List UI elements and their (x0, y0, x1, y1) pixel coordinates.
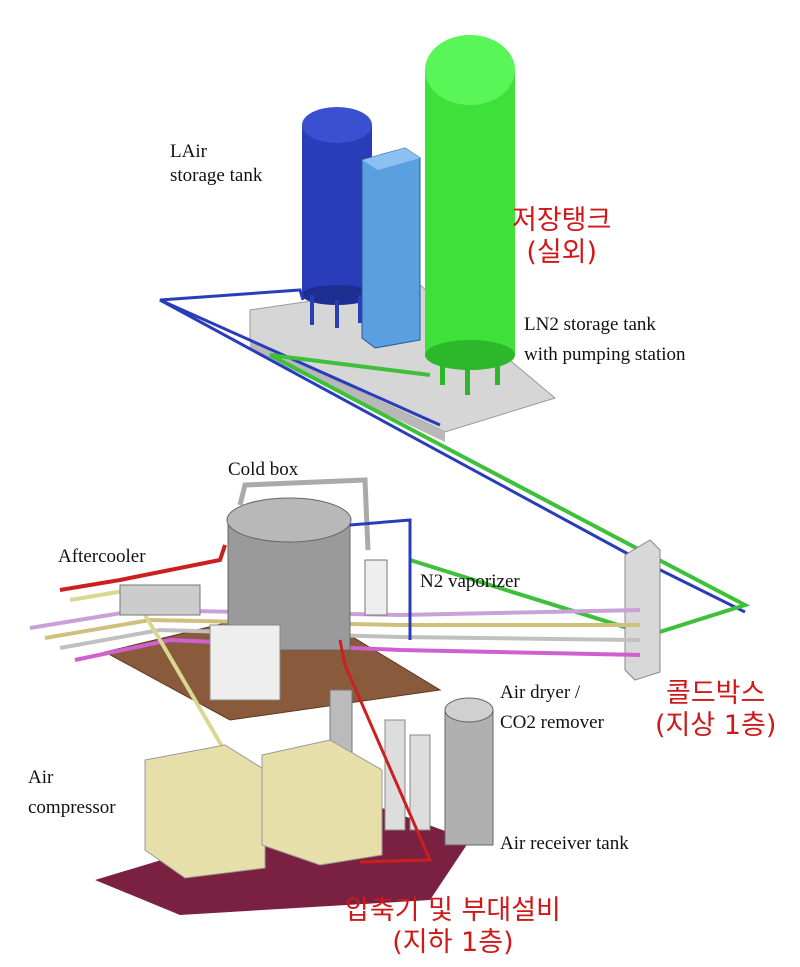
compressor-zone-line2: (지하 1층) (392, 927, 514, 958)
air-compressor-label-line2: compressor (28, 797, 116, 818)
storage-zone-label: 저장탱크 (실외) (512, 205, 611, 269)
lair-tank-label-line1: LAir (170, 141, 207, 162)
cold-box-label: Cold box (228, 459, 299, 480)
coldbox-zone-line2: (지상 1층) (655, 710, 777, 741)
air-dryer-label: Air dryer / CO2 remover (500, 678, 604, 738)
lair-storage-tank (302, 107, 372, 328)
ln2-tank-label-line1: LN2 storage tank (524, 314, 656, 335)
wall-panel (624, 539, 661, 681)
n2-vaporizer-label: N2 vaporizer (420, 571, 520, 592)
aftercooler-label: Aftercooler (58, 546, 146, 567)
air-compressor-units (144, 739, 383, 879)
coldbox-zone-line1: 콜드박스 (665, 678, 766, 709)
ln2-pipe (269, 353, 751, 638)
coldbox-zone-label: 콜드박스 (지상 1층) (655, 678, 776, 742)
lair-tank-label-line2: storage tank (170, 165, 263, 186)
storage-zone-line1: 저장탱크 (512, 205, 612, 236)
air-dryer-label-line1: Air dryer / (500, 682, 581, 703)
compressor-zone-line1: 압축기 및 부대설비 (345, 895, 561, 926)
lair-tank-label: LAir storage tank (170, 140, 262, 188)
storage-zone-line2: (실외) (526, 237, 598, 268)
air-receiver-tank-unit (444, 697, 494, 846)
cold-box (209, 477, 412, 701)
ln2-tank-label: LN2 storage tank with pumping station (524, 310, 686, 370)
ln2-storage-tank (425, 35, 515, 395)
air-compressor-label-line1: Air (28, 767, 54, 788)
compressor-zone-label: 압축기 및 부대설비 (지하 1층) (345, 895, 561, 959)
air-receiver-label: Air receiver tank (500, 833, 629, 854)
aftercooler-unit (119, 584, 201, 616)
pumping-cabinet (361, 147, 421, 349)
air-dryer-label-line2: CO2 remover (500, 712, 604, 733)
n2-vaporizer-unit (364, 559, 388, 616)
air-compressor-label: Air compressor (28, 763, 116, 823)
ln2-tank-label-line2: with pumping station (524, 344, 686, 365)
lair-pipe (159, 288, 441, 427)
